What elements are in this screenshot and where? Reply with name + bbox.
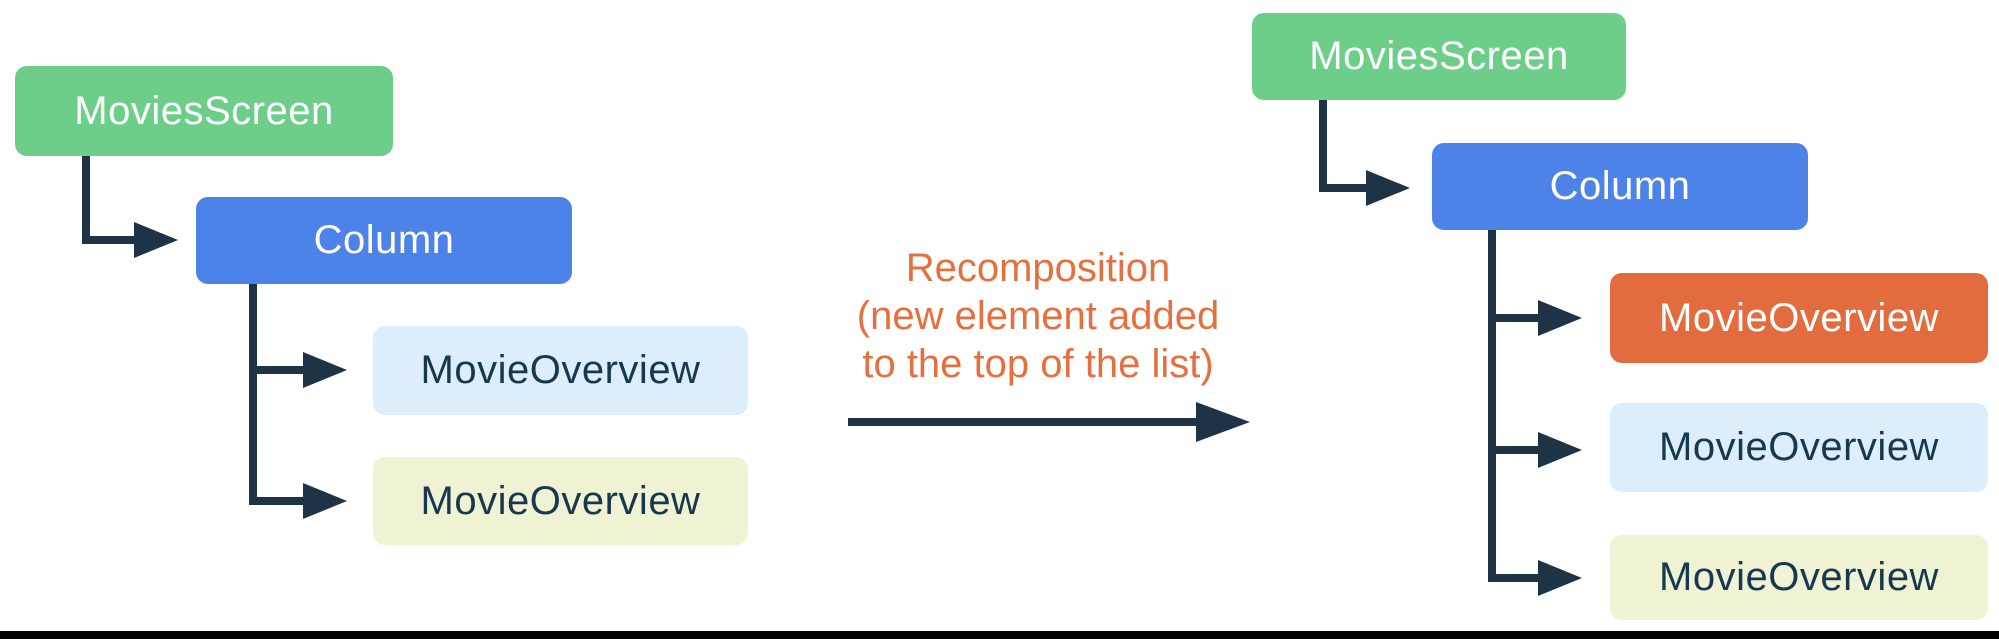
right-connector-column-vertical [1488, 230, 1496, 582]
left-connector-column-vertical [249, 284, 257, 505]
right-connector-root-horizontal [1319, 184, 1367, 192]
left-connector-root-horizontal [82, 236, 136, 244]
left-tree-node-column: Column [196, 197, 572, 284]
right-tree-node-movieoverview-2: MovieOverview [1610, 403, 1988, 492]
right-tree-node-moviesscreen: MoviesScreen [1252, 13, 1626, 100]
node-label: MovieOverview [1659, 295, 1939, 340]
arrow-head-icon [1538, 560, 1582, 596]
node-label: MoviesScreen [1309, 34, 1569, 78]
caption-line-3: to the top of the list) [862, 342, 1214, 386]
right-tree-node-column: Column [1432, 143, 1808, 230]
node-label: MovieOverview [1659, 425, 1939, 469]
right-tree-node-movieoverview-3: MovieOverview [1610, 535, 1988, 620]
left-branch-2-line [249, 497, 305, 505]
arrow-head-icon [303, 483, 347, 519]
right-connector-root-vertical [1319, 100, 1327, 192]
left-tree-node-movieoverview-2: MovieOverview [373, 457, 748, 545]
node-label: MovieOverview [420, 348, 701, 392]
arrow-head-icon [303, 352, 347, 388]
left-tree-node-moviesscreen: MoviesScreen [15, 66, 393, 156]
node-label: MovieOverview [1659, 555, 1939, 599]
arrow-head-icon [1538, 300, 1582, 336]
left-connector-root-vertical [82, 156, 90, 244]
arrow-head-icon [134, 222, 178, 258]
node-label: MoviesScreen [74, 88, 334, 133]
recomposition-arrow-head-icon [1196, 402, 1250, 442]
caption-line-2: (new element added [856, 294, 1220, 338]
recomposition-caption: Recomposition (new element added to the … [788, 244, 1288, 388]
right-branch-1-line [1488, 314, 1540, 322]
recomposition-arrow-shaft [848, 418, 1196, 426]
node-label: Column [313, 218, 455, 262]
left-tree-node-movieoverview-1: MovieOverview [373, 326, 748, 415]
right-branch-2-line [1488, 446, 1540, 454]
caption-line-1: Recomposition [905, 246, 1171, 290]
bottom-border-bar [0, 631, 1999, 639]
left-branch-1-line [249, 366, 305, 374]
node-label: MovieOverview [420, 478, 701, 523]
right-tree-node-movieoverview-new: MovieOverview [1610, 273, 1988, 363]
arrow-head-icon [1366, 170, 1410, 206]
node-label: Column [1549, 164, 1691, 208]
arrow-head-icon [1538, 432, 1582, 468]
right-branch-3-line [1488, 574, 1540, 582]
